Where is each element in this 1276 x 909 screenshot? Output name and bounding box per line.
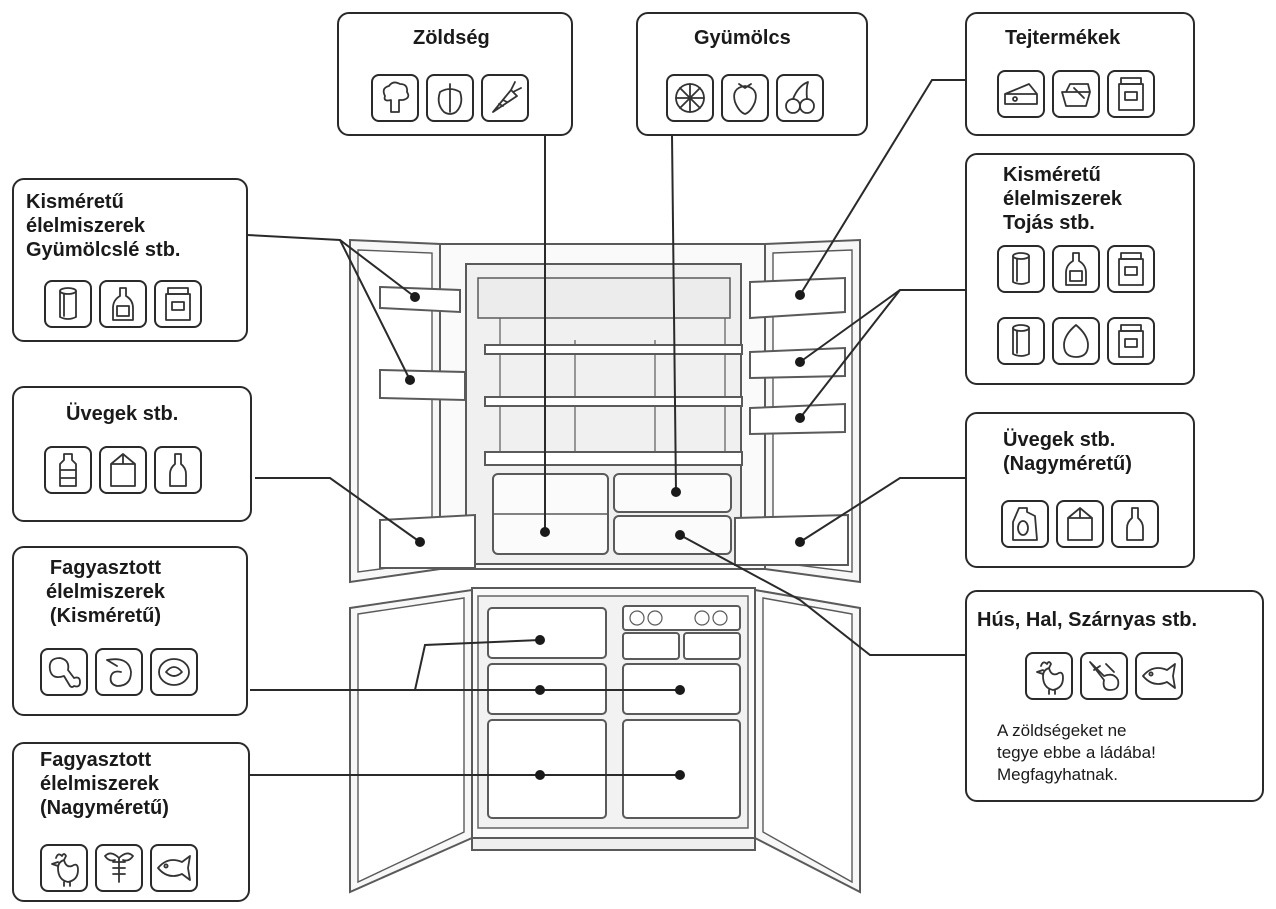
meat-drawer-warning: A zöldségeket ne tegye ebbe a ládába! Me… <box>997 721 1156 784</box>
small-foods-eggs-title: Kisméretű élelmiszerek Tojás stb. <box>1003 164 1122 234</box>
meat-fish-poultry-title: Hús, Hal, Szárnyas stb. <box>977 609 1198 631</box>
bottles-left-box: Üvegek stb. <box>12 386 252 522</box>
fridge-shelf <box>484 451 743 466</box>
butter-icon <box>1052 70 1100 118</box>
fish-slice-icon <box>150 648 198 696</box>
plastic-bottle-icon <box>44 446 92 494</box>
frozen-large-box: Fagyasztott élelmiszerek (Nagyméretű) <box>12 742 250 902</box>
fish-icon <box>150 844 198 892</box>
can-icon <box>997 317 1045 365</box>
leader-dots <box>405 290 805 780</box>
can-icon <box>997 245 1045 293</box>
jar-icon <box>154 280 202 328</box>
milk-carton-icon <box>99 446 147 494</box>
left-door-bin <box>379 368 466 402</box>
bottles-right-title: Üvegek stb. (Nagyméretű) <box>1003 429 1132 475</box>
bottles-left-title: Üvegek stb. <box>66 403 179 425</box>
fridge-shelf <box>484 396 743 407</box>
meat-drawer <box>613 515 732 555</box>
bottles-right-box: Üvegek stb. (Nagyméretű) <box>965 412 1195 568</box>
refrigerator <box>349 238 861 894</box>
broccoli-icon <box>371 74 419 122</box>
chicken-icon <box>40 844 88 892</box>
milk-carton-icon <box>1056 500 1104 548</box>
carrot-icon <box>481 74 529 122</box>
freezer-drawer <box>487 719 607 819</box>
dairy-title: Tejtermékek <box>1005 27 1121 49</box>
jug-icon <box>1001 500 1049 548</box>
strawberry-icon <box>721 74 769 122</box>
lobster-icon <box>95 844 143 892</box>
cherry-icon <box>776 74 824 122</box>
fish-icon <box>1135 652 1183 700</box>
shrimp-icon <box>95 648 143 696</box>
fridge-shelf <box>484 344 743 355</box>
small-foods-juice-box: Kisméretű élelmiszerek Gyümölcslé stb. <box>12 178 248 342</box>
frozen-large-title: Fagyasztott élelmiszerek (Nagyméretű) <box>40 749 169 819</box>
right-door-bin <box>734 513 849 566</box>
jar-icon <box>1107 70 1155 118</box>
left-door-bin <box>379 513 476 569</box>
frozen-small-box: Fagyasztott élelmiszerek (Kisméretű) <box>12 546 248 716</box>
orange-slice-icon <box>666 74 714 122</box>
jar-icon <box>1107 245 1155 293</box>
bottle-icon <box>1052 245 1100 293</box>
chicken-icon <box>1025 652 1073 700</box>
meat-icon <box>1080 652 1128 700</box>
can-icon <box>44 280 92 328</box>
freezer-drawer <box>622 719 741 819</box>
fruits-title: Gyümölcs <box>694 27 791 49</box>
vegetables-box: Zöldség <box>337 12 573 136</box>
meat-fish-poultry-box: Hús, Hal, Szárnyas stb. A zöldségeket ne… <box>965 590 1264 802</box>
leader-lines <box>246 79 965 776</box>
egg-icon <box>1052 317 1100 365</box>
small-foods-eggs-box: Kisméretű élelmiszerek Tojás stb. <box>965 153 1195 385</box>
vegetables-title: Zöldség <box>413 27 490 49</box>
left-door-bin <box>379 285 461 314</box>
cheese-icon <box>997 70 1045 118</box>
wine-bottle-icon <box>154 446 202 494</box>
pepper-icon <box>426 74 474 122</box>
bottle-icon <box>99 280 147 328</box>
fruits-box: Gyümölcs <box>636 12 868 136</box>
dairy-box: Tejtermékek <box>965 12 1195 136</box>
chicken-leg-icon <box>40 648 88 696</box>
wine-bottle-icon <box>1111 500 1159 548</box>
frozen-small-title: Fagyasztott élelmiszerek (Kisméretű) <box>46 557 165 627</box>
freezer-drawer <box>487 607 607 659</box>
small-foods-juice-title: Kisméretű élelmiszerek Gyümölcslé stb. <box>26 191 181 261</box>
jar-icon <box>1107 317 1155 365</box>
